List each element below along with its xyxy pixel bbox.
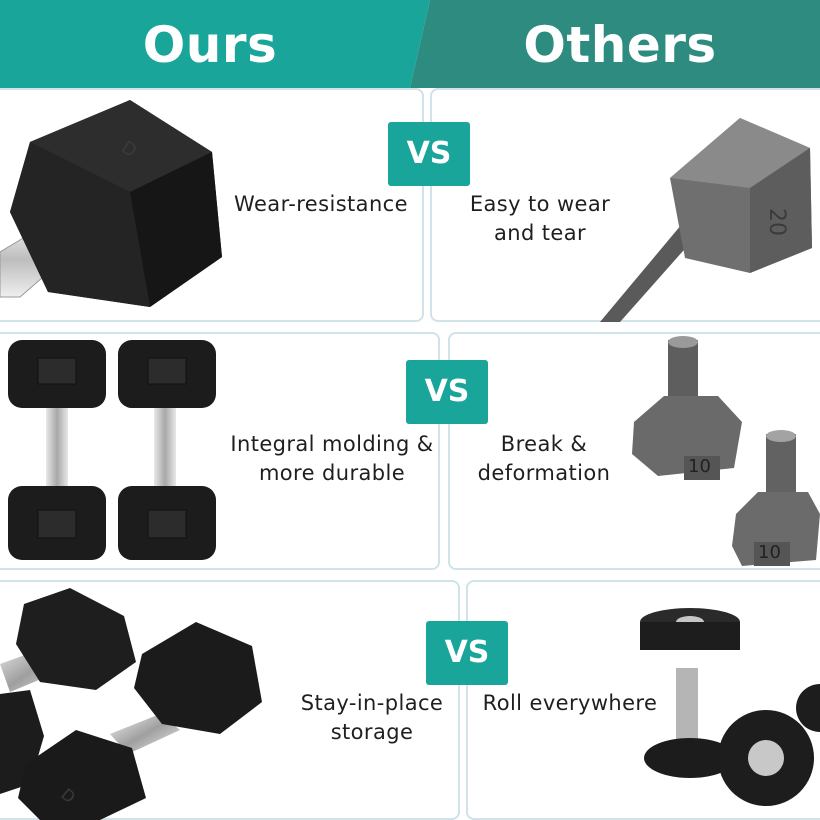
caption-line: storage xyxy=(330,720,414,744)
others-caption-break: Break & deformation xyxy=(462,430,626,488)
caption-line: Easy to wear xyxy=(469,192,611,216)
vs-badge-1: VS xyxy=(388,122,470,186)
caption-line: Stay-in-place xyxy=(300,691,444,715)
caption-line: Wear-resistance xyxy=(234,192,408,216)
ours-caption-wear: Wear-resistance xyxy=(216,190,426,219)
ours-caption-molding: Integral molding & more durable xyxy=(218,430,446,488)
caption-line: and tear xyxy=(493,221,587,245)
iron-hex-dumbbell-image: 20 xyxy=(600,118,812,322)
caption-line: more durable xyxy=(258,461,406,485)
header-background xyxy=(0,0,820,88)
hex-dumbbells-on-floor-image: D xyxy=(0,588,262,820)
round-dumbbells-rolling-image xyxy=(640,608,820,806)
hex-dumbbell-pair-image xyxy=(8,340,216,560)
caption-line: Roll everywhere xyxy=(482,691,658,715)
vs-badge-2: VS xyxy=(406,360,488,424)
vs-badge-3: VS xyxy=(426,621,508,685)
others-caption-wear: Easy to wear and tear xyxy=(452,190,628,248)
iron-mark-2: 10 xyxy=(758,542,781,563)
comparison-header: Ours Others xyxy=(0,0,820,88)
broken-iron-dumbbell-image: 10 10 xyxy=(632,336,820,566)
caption-line: Break & xyxy=(500,432,588,456)
ours-caption-storage: Stay-in-place storage xyxy=(282,689,462,747)
caption-line: deformation xyxy=(477,461,611,485)
others-caption-roll: Roll everywhere xyxy=(470,689,670,718)
others-title: Others xyxy=(523,16,717,74)
rubber-hex-dumbbell-image: D xyxy=(0,100,222,307)
ours-title: Ours xyxy=(142,16,278,74)
caption-line: Integral molding & xyxy=(230,432,434,456)
iron-mark-1: 10 xyxy=(688,456,711,477)
svg-text:20: 20 xyxy=(764,208,789,236)
